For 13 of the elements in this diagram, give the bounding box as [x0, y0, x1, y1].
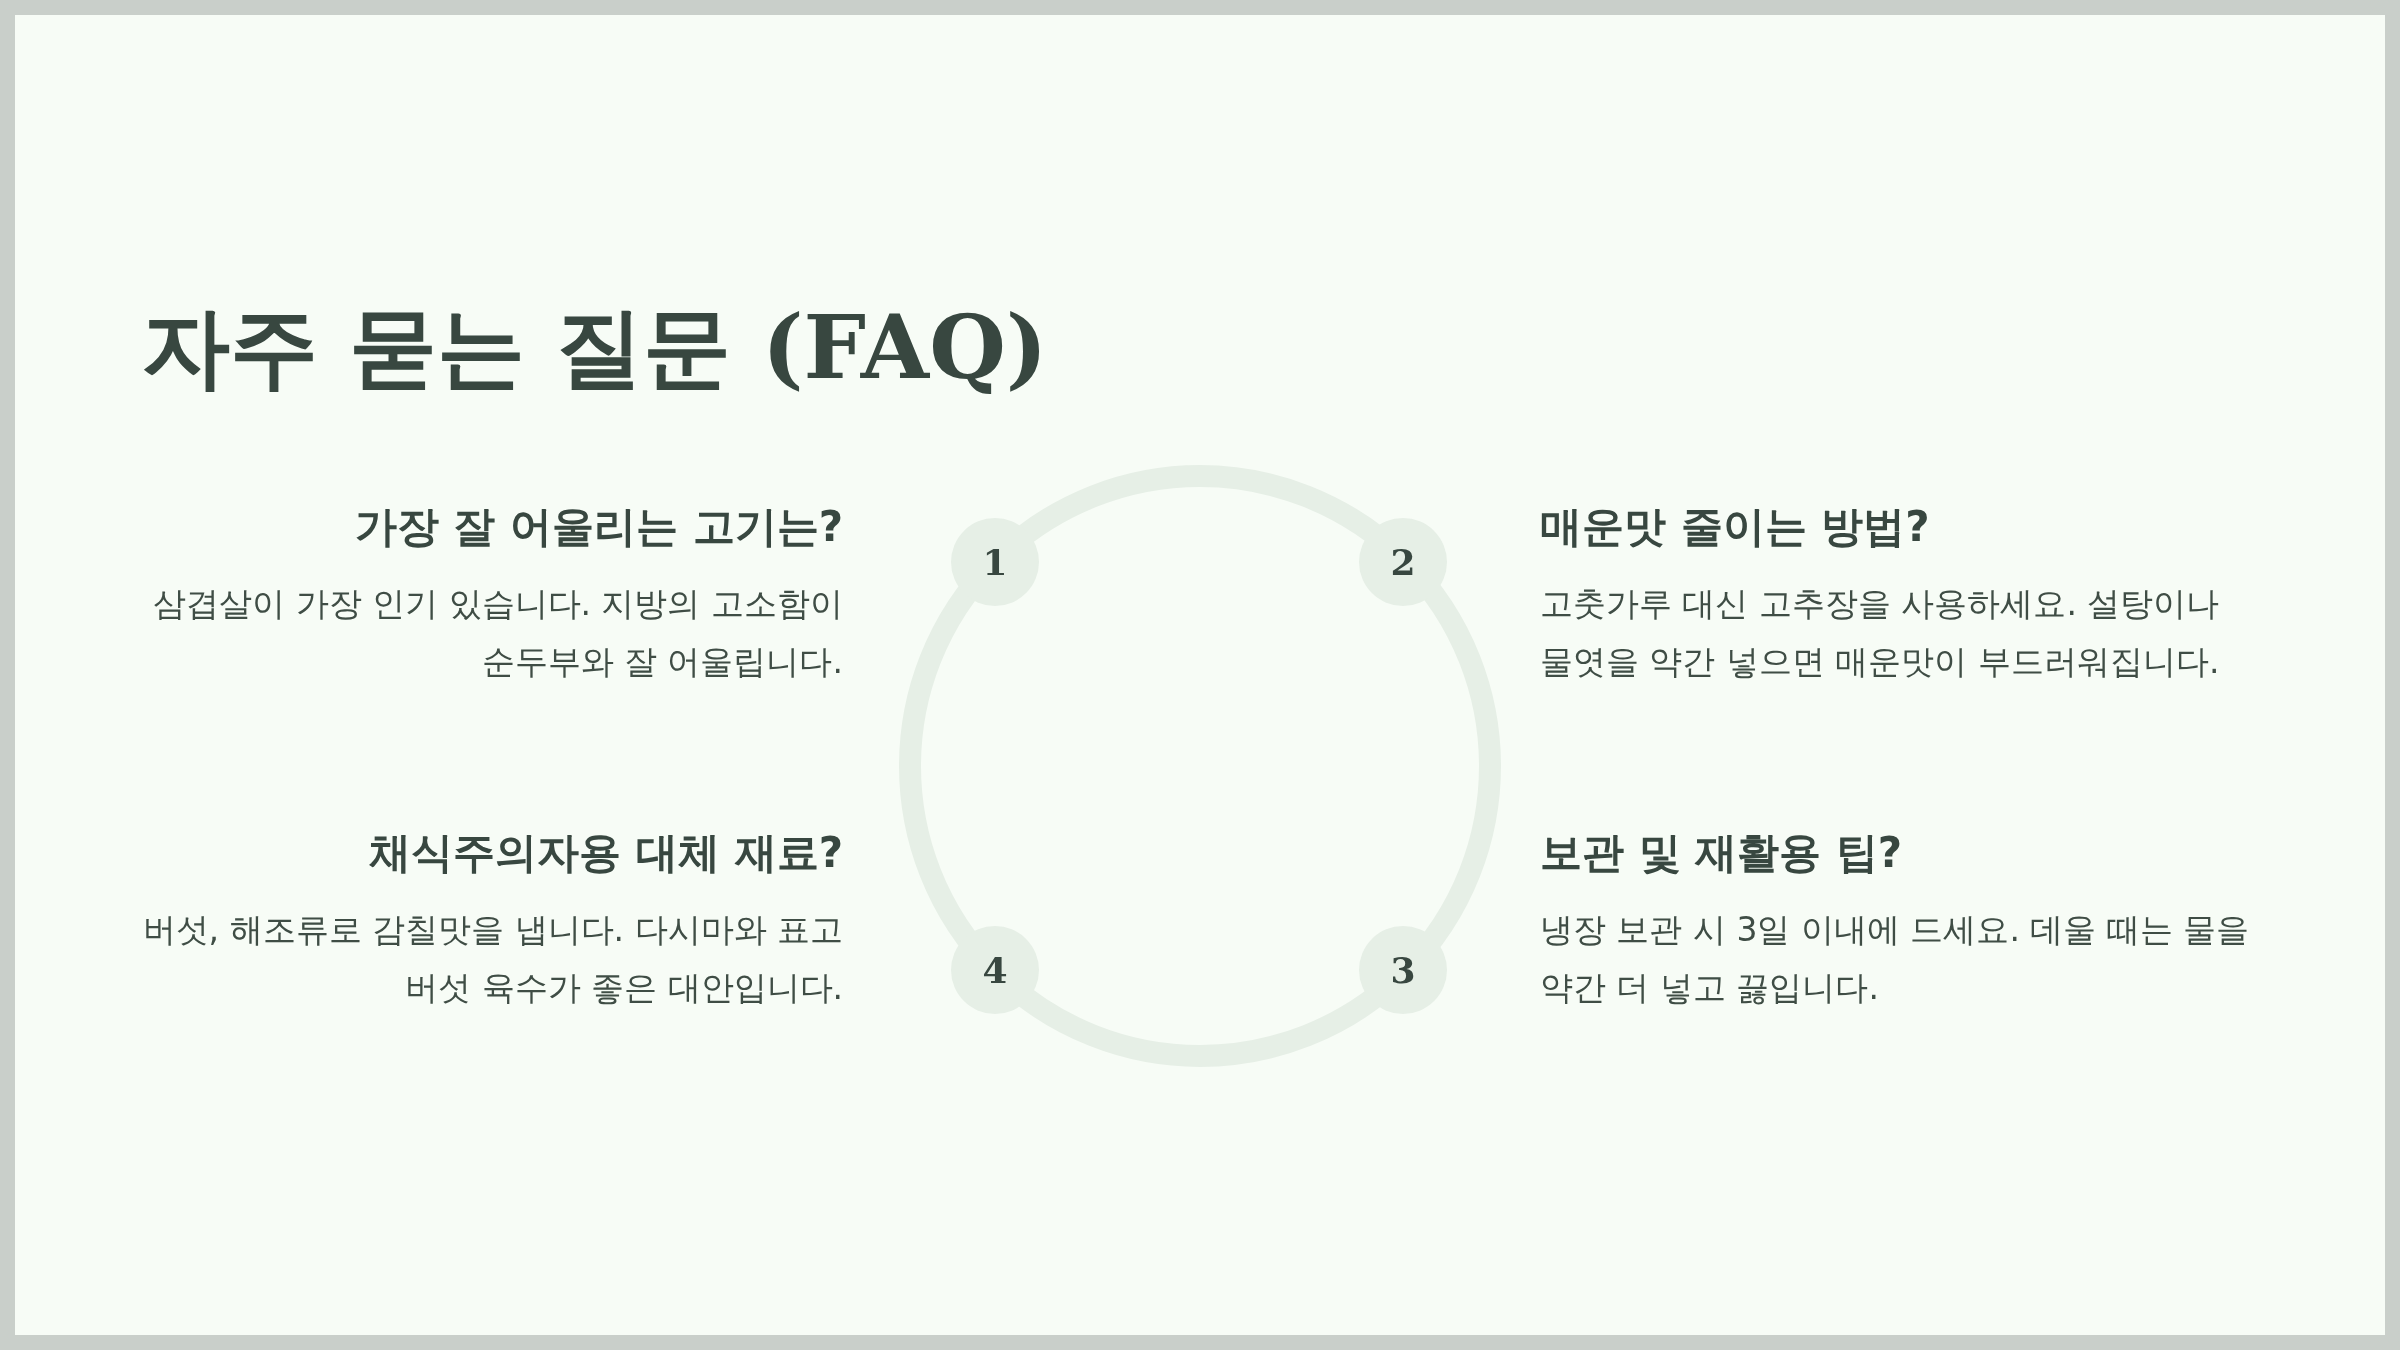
question-heading: 채식주의자용 대체 재료? [369, 827, 843, 879]
number-circle: 3 [1359, 926, 1447, 1014]
answer-text: 냉장 보관 시 3일 이내에 드세요. 데울 때는 물을 약간 더 넣고 끓입니다. [1540, 908, 2251, 1009]
answer-text: 고춧가루 대신 고추장을 사용하세요. 설탕이나 물엿을 약간 넣으면 매운맛이 부드러워집니다. [1540, 582, 2221, 683]
number-circle: 4 [951, 926, 1039, 1014]
question-heading: 매운맛 줄이는 방법? [1540, 501, 1930, 553]
number-circle: 2 [1359, 518, 1447, 606]
slide-title: 자주 묻는 질문 (FAQ) [142, 295, 1048, 401]
answer-text: 버섯, 해조류로 감칠맛을 냅니다. 다시마와 표고 버섯 육수가 좋은 대안입니다. [141, 908, 843, 1009]
number-circle: 1 [951, 518, 1039, 606]
answer-text: 삼겹살이 가장 인기 있습니다. 지방의 고소함이 순두부와 잘 어울립니다. [152, 582, 843, 683]
question-heading: 가장 잘 어울리는 고기는? [354, 501, 843, 553]
question-heading: 보관 및 재활용 팁? [1540, 827, 1903, 879]
